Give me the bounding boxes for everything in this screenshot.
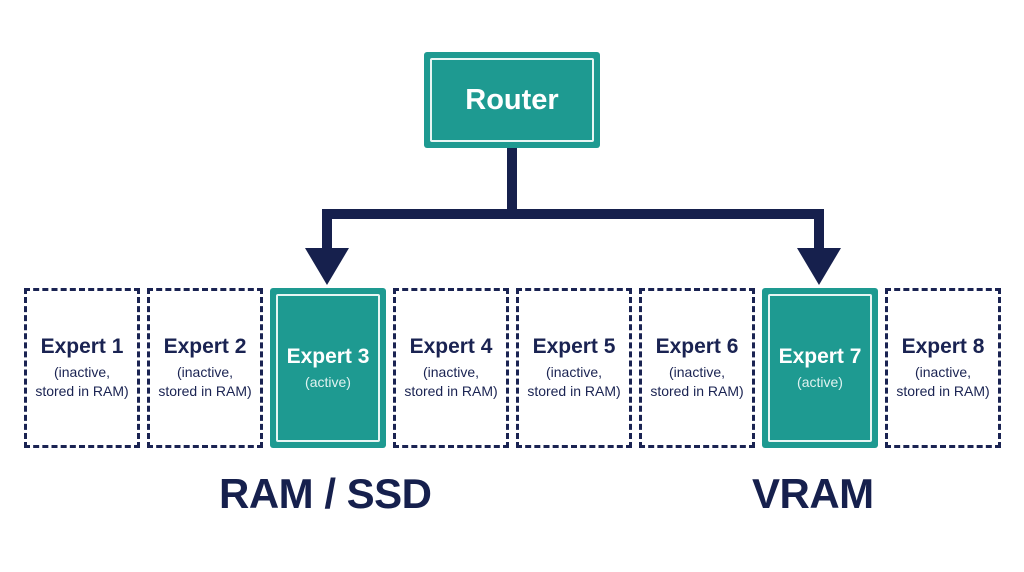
expert-box-6: Expert 6 (inactive, stored in RAM): [639, 288, 755, 448]
expert-name: Expert 3: [286, 344, 370, 368]
expert-name: Expert 1: [40, 335, 124, 358]
expert-status: (inactive, stored in RAM): [395, 363, 507, 401]
expert-status: (inactive, stored in RAM): [26, 363, 138, 401]
expert-frame: [768, 294, 872, 442]
expert-name: Expert 6: [655, 335, 739, 358]
expert-box-8: Expert 8 (inactive, stored in RAM): [885, 288, 1001, 448]
expert-name: Expert 5: [532, 335, 616, 358]
expert-name: Expert 7: [778, 344, 862, 368]
expert-location-line: stored in RAM): [650, 383, 744, 399]
arrow-down-icon-left: [305, 248, 349, 285]
vram-label: VRAM: [752, 470, 874, 517]
expert-status: (active): [272, 373, 384, 392]
expert-box-7: Expert 7 (active): [762, 288, 878, 448]
expert-status-line: (inactive,: [668, 364, 726, 380]
expert-name: Expert 4: [409, 335, 493, 358]
expert-status-line: (inactive,: [422, 364, 480, 380]
expert-box-4: Expert 4 (inactive, stored in RAM): [393, 288, 509, 448]
expert-location-line: stored in RAM): [527, 383, 621, 399]
router-frame: Router: [430, 58, 594, 142]
expert-location-line: stored in RAM): [896, 383, 990, 399]
expert-status-line: (inactive,: [176, 364, 234, 380]
expert-box-2: Expert 2 (inactive, stored in RAM): [147, 288, 263, 448]
router-box: Router: [424, 52, 600, 148]
expert-location-line: stored in RAM): [158, 383, 252, 399]
expert-status: (inactive, stored in RAM): [887, 363, 999, 401]
expert-frame: [276, 294, 380, 442]
expert-name: Expert 8: [901, 335, 985, 358]
expert-status-line: (active): [797, 373, 843, 390]
expert-status-line: (active): [305, 373, 351, 390]
expert-status: (inactive, stored in RAM): [149, 363, 261, 401]
expert-box-3: Expert 3 (active): [270, 288, 386, 448]
expert-box-5: Expert 5 (inactive, stored in RAM): [516, 288, 632, 448]
ram-ssd-label: RAM / SSD: [219, 470, 432, 517]
expert-status-line: (inactive,: [545, 364, 603, 380]
expert-name: Expert 2: [163, 335, 247, 358]
expert-status: (active): [764, 373, 876, 392]
expert-location-line: stored in RAM): [404, 383, 498, 399]
expert-status: (inactive, stored in RAM): [641, 363, 753, 401]
expert-status-line: (inactive,: [53, 364, 111, 380]
expert-location-line: stored in RAM): [35, 383, 129, 399]
arrow-down-icon-right: [797, 248, 841, 285]
router-label: Router: [465, 83, 559, 116]
expert-status-line: (inactive,: [914, 364, 972, 380]
expert-box-1: Expert 1 (inactive, stored in RAM): [24, 288, 140, 448]
expert-status: (inactive, stored in RAM): [518, 363, 630, 401]
